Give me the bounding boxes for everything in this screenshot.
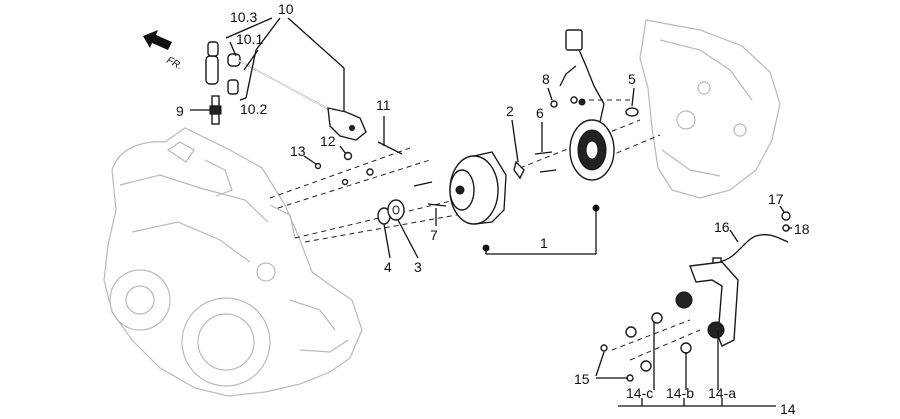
label-11: 11	[376, 97, 391, 113]
label-14-c: 14-c	[626, 385, 653, 401]
direction-arrow-icon	[143, 30, 172, 50]
label-10-3: 10.3	[230, 9, 257, 25]
label-10: 10	[278, 1, 294, 17]
spark-plug-cap-assembly	[205, 41, 367, 141]
label-3: 3	[414, 259, 422, 275]
callout-labels: 10 10.3 10.1 10.2 9 11 12 13 8 2 6 5 1 7…	[176, 1, 810, 417]
label-4: 4	[384, 259, 392, 275]
label-16: 16	[714, 219, 730, 235]
ground-wire	[712, 211, 791, 265]
leader-lines	[190, 17, 792, 407]
cover-plug	[625, 107, 639, 117]
mount-bracket	[600, 261, 739, 382]
label-9: 9	[176, 103, 184, 119]
label-17: 17	[768, 191, 784, 207]
front-direction-indicator: FR.	[143, 30, 184, 72]
small-fasteners	[314, 141, 403, 186]
label-14-b: 14-b	[666, 385, 694, 401]
label-14: 14	[780, 401, 796, 417]
label-5: 5	[628, 71, 636, 87]
label-6: 6	[536, 105, 544, 121]
stator-coil	[559, 29, 615, 181]
label-14-a: 14-a	[708, 385, 736, 401]
label-1: 1	[540, 235, 548, 251]
flywheel	[449, 151, 507, 225]
label-7: 7	[430, 227, 438, 243]
label-18: 18	[794, 221, 810, 237]
label-2: 2	[506, 103, 514, 119]
spark-plug	[209, 95, 222, 125]
label-10-2: 10.2	[240, 101, 267, 117]
label-13: 13	[290, 143, 306, 159]
label-15: 15	[574, 371, 590, 387]
label-10-1: 10.1	[236, 31, 263, 47]
crankcase-cover-outline	[639, 19, 781, 199]
flywheel-fasteners	[377, 96, 578, 225]
direction-label: FR.	[165, 55, 184, 72]
label-12: 12	[320, 133, 336, 149]
label-8: 8	[542, 71, 550, 87]
engine-block-outline	[103, 127, 363, 397]
